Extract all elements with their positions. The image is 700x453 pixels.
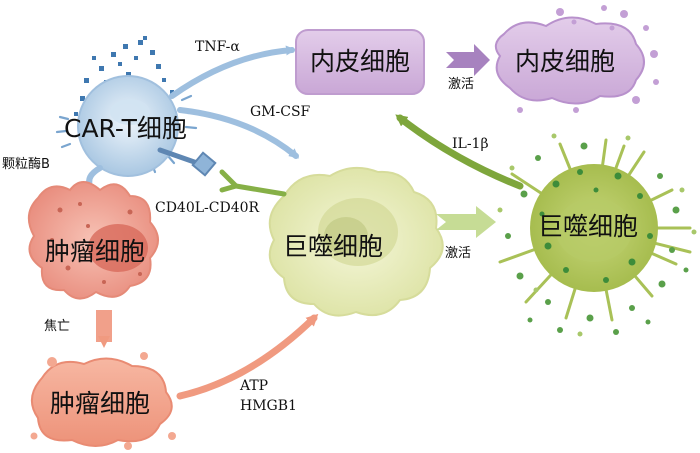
activated-macrophage-granules <box>497 133 697 337</box>
arrow-il1b <box>395 114 524 190</box>
activated-endothelial-label: 内皮细胞 <box>515 47 616 76</box>
pyroptotic-tumor-shape <box>30 352 176 450</box>
il1b-label: IL-1β <box>452 136 489 152</box>
car-t-cell-shape <box>77 75 217 177</box>
activated-endothelial-shape <box>494 5 659 113</box>
tumor-cell-shape <box>27 181 159 300</box>
pyroptotic-tumor-label: 肿瘤细胞 <box>50 389 151 418</box>
tnf-label: TNF-α <box>195 39 240 55</box>
endothelial-cell-shape <box>295 29 425 95</box>
pyroptosis-label: 焦亡 <box>44 319 71 334</box>
macrophage-label: 巨噬细胞 <box>283 232 384 261</box>
arrow-macrophage-activation <box>436 206 496 238</box>
granzyme-label: 颗粒酶B <box>2 157 50 172</box>
hmgb1-label: HMGB1 <box>240 398 297 414</box>
cd40-receptor <box>219 169 287 197</box>
car-t-cell-label: CAR-T细胞 <box>64 114 187 143</box>
macrophage-shape <box>268 166 444 317</box>
atp-label: ATP <box>240 378 269 394</box>
macrophage-activation-label: 激活 <box>445 246 472 261</box>
endothelial-cell-label: 内皮细胞 <box>310 47 411 76</box>
tumor-cell-label: 肿瘤细胞 <box>45 237 146 266</box>
arrow-car-t-to-endothelial <box>169 45 296 99</box>
activated-macrophage-label: 巨噬细胞 <box>538 212 639 241</box>
cd40-label: CD40L-CD40R <box>155 200 260 216</box>
arrow-car-t-to-macrophage <box>177 107 300 159</box>
arrow-damp-to-macrophage <box>176 313 319 400</box>
arrow-endothelial-activation <box>446 44 490 76</box>
activated-macrophage-shape <box>530 164 658 292</box>
gmcsf-label: GM-CSF <box>250 104 311 120</box>
endothelial-activation-label: 激活 <box>448 77 475 92</box>
